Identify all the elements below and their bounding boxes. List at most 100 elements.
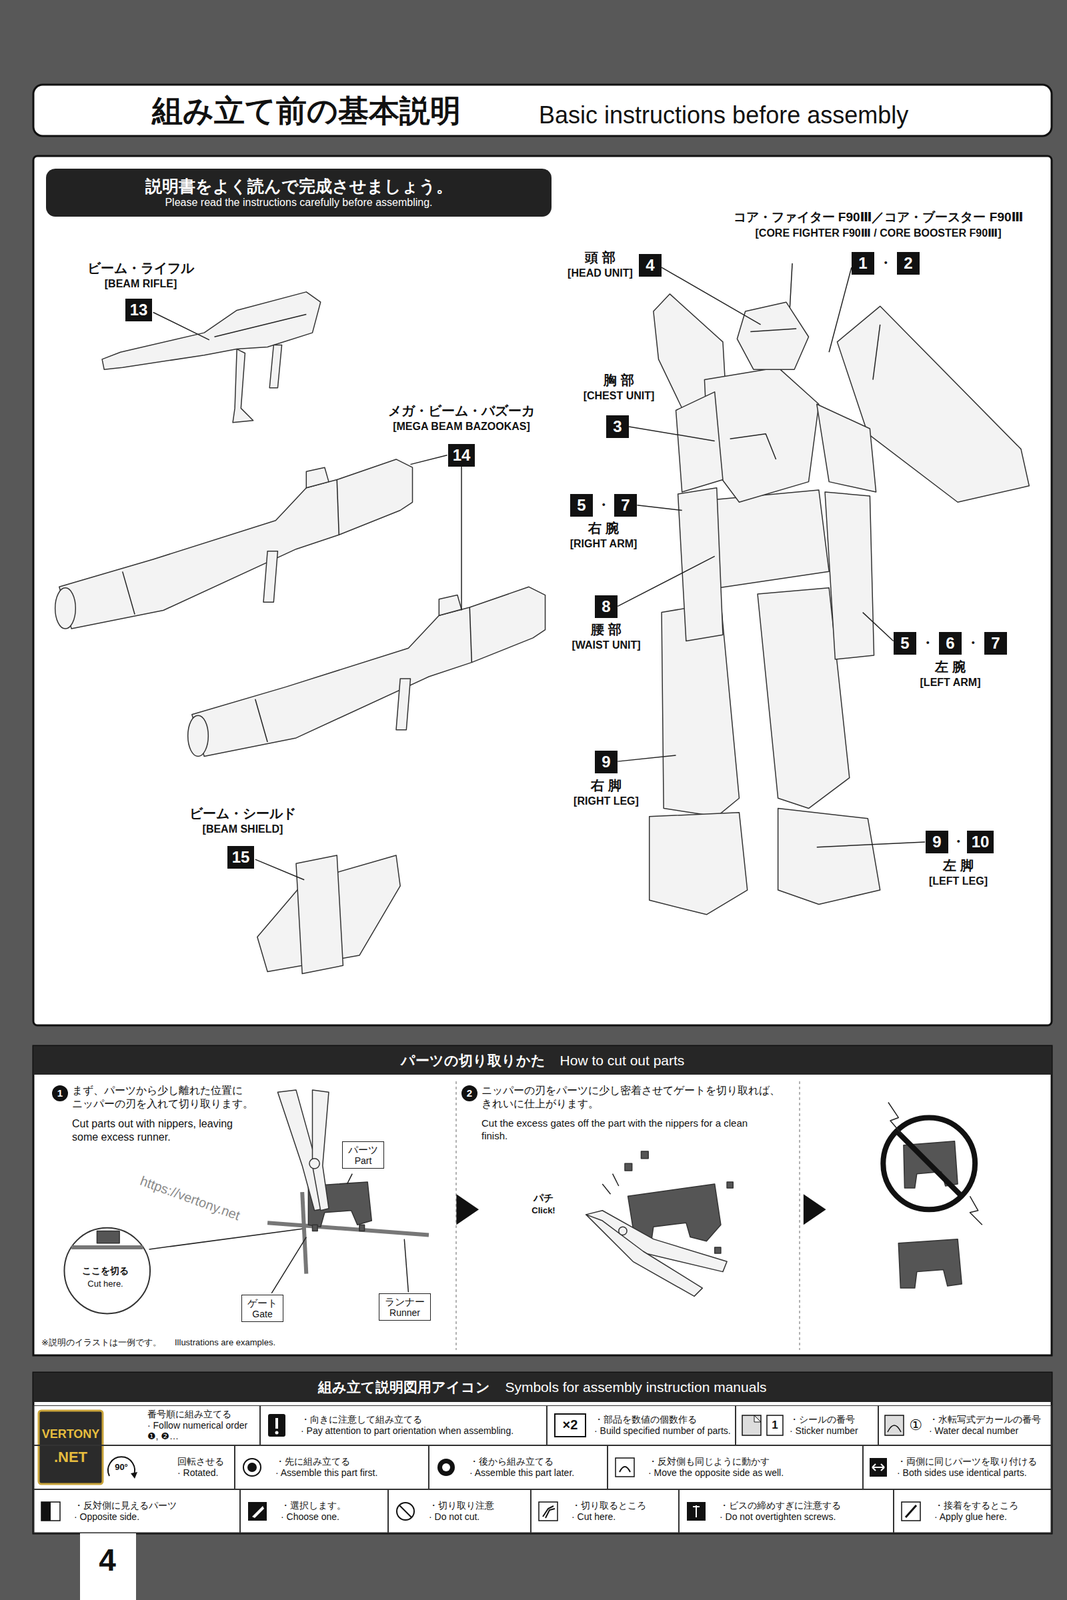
part-name: [LEFT ARM]: [920, 676, 981, 690]
symbol-cell: ・選択します。· Choose one.: [240, 1489, 389, 1534]
node-text: 番号順に組み立てる: [147, 1409, 257, 1421]
node-text: 回転させる: [177, 1456, 232, 1468]
node-subtext: Symbols for assembly instruction manuals: [504, 1379, 767, 1396]
section-band: パーツの切り取りかたHow to cut out parts: [33, 1046, 1052, 1076]
part-name: 右 脚: [590, 777, 622, 795]
symbol-cell: ・向きに注意して組み立てる· Pay attention to part ori…: [260, 1405, 547, 1446]
symbol-cell: ・切り取り注意· Do not cut.: [388, 1489, 531, 1534]
node-text: 2: [901, 253, 915, 274]
notice-band: 説明書をよく読んで完成させましょう。Please read the instru…: [46, 168, 552, 217]
callout-number: 14: [448, 444, 476, 467]
node-subtext: Gate: [247, 1309, 278, 1320]
page-title: 組み立て前の基本説明: [152, 92, 461, 131]
callout-number: 3: [606, 415, 629, 439]
node-text: 14: [452, 445, 471, 466]
symbol-cell: ・両側に同じパーツを取り付ける· Both sides use identica…: [862, 1445, 1052, 1490]
node-text: ・向きに注意して組み立てる: [300, 1414, 544, 1426]
node-subtext: · Do not cut.: [428, 1511, 528, 1524]
part-name: [LEFT LEG]: [928, 874, 988, 889]
part-name: 左 腕: [934, 658, 966, 676]
node-subtext: · Rotated.: [177, 1467, 232, 1480]
node-subtext: · Apply glue here.: [934, 1511, 1049, 1524]
symbol-cell: ・ビスの締めすぎに注意する· Do not overtighten screws…: [678, 1489, 894, 1534]
part-name: [CORE FIGHTER F90Ⅲ / CORE BOOSTER F90Ⅲ]: [755, 226, 1002, 241]
page-number: 4: [98, 1541, 117, 1581]
part-name: ビーム・シールド: [189, 805, 297, 823]
node-text: 15: [232, 847, 251, 868]
icon-text: ×2: [562, 1417, 579, 1434]
part-name: [BEAM SHIELD]: [202, 822, 284, 837]
symbol-cell: ・後から組み立てる· Assemble this part later.: [428, 1445, 608, 1490]
node-text: 13: [130, 300, 149, 321]
node-subtext: · Sticker number: [789, 1425, 875, 1438]
step-number: 2: [461, 1085, 478, 1102]
sound-text: Click!: [531, 1205, 555, 1217]
node-text: パーツ: [348, 1144, 379, 1156]
watermark-logo: VERTONY: [42, 1427, 101, 1443]
part-name: 左 脚: [942, 857, 974, 875]
node-text: ・接着をするところ: [934, 1500, 1049, 1512]
node-text: 1: [856, 253, 870, 274]
part-name: [HEAD UNIT]: [567, 266, 633, 281]
node-subtext: · Move the opposite side as well.: [648, 1467, 860, 1480]
node-text: 3: [610, 416, 625, 437]
node-subtext: · Both sides use identical parts.: [896, 1467, 1049, 1480]
node-text: ・反対側に見えるパーツ: [74, 1500, 237, 1512]
node-text: ・シールの番号: [789, 1414, 875, 1426]
node-text: 10: [971, 832, 990, 853]
part-name: 腰 部: [590, 621, 622, 639]
step-number: 1: [52, 1085, 69, 1102]
part-name: [BEAM RIFLE]: [104, 277, 177, 291]
separator: ・: [920, 634, 935, 652]
part-label-box: パーツPart: [342, 1141, 385, 1170]
node-subtext: Runner: [384, 1307, 425, 1319]
part-name: [CHEST UNIT]: [583, 389, 655, 403]
node-text: 7: [988, 633, 1003, 654]
symbol-cell: ・先に組み立てる· Assemble this part first.: [234, 1445, 429, 1490]
callout-number: 5: [570, 494, 593, 517]
separator: ・: [596, 496, 611, 514]
callout-number: 8: [594, 595, 618, 619]
node-subtext: How to cut out parts: [560, 1052, 685, 1070]
step-text: Cut the excess gates off the part with t…: [481, 1117, 769, 1144]
callout-number: 2: [896, 252, 920, 275]
symbol-cell: ・反対側も同じように動かす· Move the opposite side as…: [607, 1445, 863, 1490]
node-text: ランナー: [384, 1296, 425, 1308]
part-name: [MEGA BEAM BAZOOKAS]: [392, 420, 531, 434]
node-text: ・切り取り注意: [428, 1500, 528, 1512]
part-name: 胸 部: [603, 372, 635, 389]
symbol-cell: ・接着をするところ· Apply glue here.: [893, 1489, 1052, 1534]
sound-text: パチ: [533, 1192, 554, 1206]
node-subtext: · Do not overtighten screws.: [719, 1511, 891, 1524]
part-name: コア・ファイター F90Ⅲ／コア・ブースター F90Ⅲ: [733, 209, 1024, 226]
node-text: ・先に組み立てる: [275, 1456, 426, 1468]
node-text: ・後から組み立てる: [469, 1456, 605, 1468]
callout-number: 4: [638, 254, 662, 277]
node-text: 4: [643, 255, 657, 276]
note: ※説明のイラストは一例です。: [41, 1337, 162, 1349]
node-subtext: Part: [348, 1155, 379, 1167]
callout-number: 5: [893, 632, 917, 655]
node-text: 9: [599, 752, 613, 773]
icon-text: 90°: [114, 1462, 129, 1474]
part-name: ビーム・ライフル: [87, 260, 195, 277]
node-subtext: · Follow numerical order ❶, ❷…: [147, 1420, 257, 1444]
callout-number: 13: [125, 298, 153, 322]
separator: ・: [878, 254, 893, 272]
separator: ・: [951, 833, 965, 851]
node-text: 5: [898, 633, 912, 654]
node-text: 8: [599, 596, 613, 617]
callout-number: 7: [614, 494, 637, 517]
part-name: メガ・ビーム・バズーカ: [388, 402, 535, 420]
node-text: ・水転写式デカールの番号: [928, 1414, 1049, 1426]
callout-number: 9: [594, 750, 618, 774]
step-text: まず、パーツから少し離れた位置に ニッパーの刃を入れて切り取ります。: [72, 1084, 273, 1112]
node-subtext: · Assemble this part later.: [469, 1467, 605, 1480]
symbol-cell: ・切り取るところ· Cut here.: [530, 1489, 679, 1534]
callout-number: 9: [925, 830, 949, 854]
node-text: 7: [618, 495, 633, 516]
symbol-cell: ・水転写式デカールの番号· Water decal number: [878, 1405, 1052, 1446]
callout-number: 15: [227, 846, 255, 869]
